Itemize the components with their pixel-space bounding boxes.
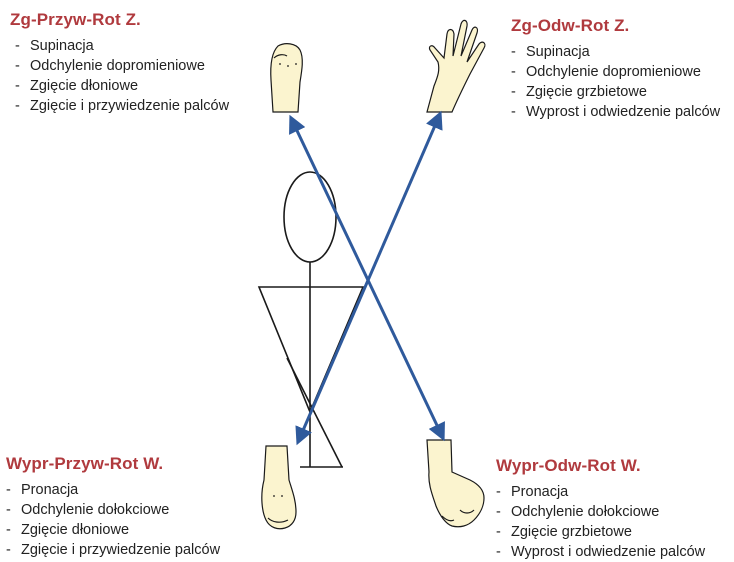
hand-top-right-icon bbox=[427, 20, 485, 112]
torso-triangle bbox=[259, 287, 363, 412]
body-figure bbox=[259, 172, 363, 467]
leg-line bbox=[287, 358, 342, 467]
hand-bottom-left-icon bbox=[262, 446, 296, 529]
diagonal-arrows bbox=[291, 114, 443, 442]
hand-top-left-icon bbox=[271, 44, 303, 112]
diagonal-arrow-1 bbox=[291, 118, 443, 438]
head-outline bbox=[284, 172, 336, 262]
diagonal-arrow-2 bbox=[298, 114, 440, 442]
hand-bottom-right-icon bbox=[427, 440, 484, 527]
